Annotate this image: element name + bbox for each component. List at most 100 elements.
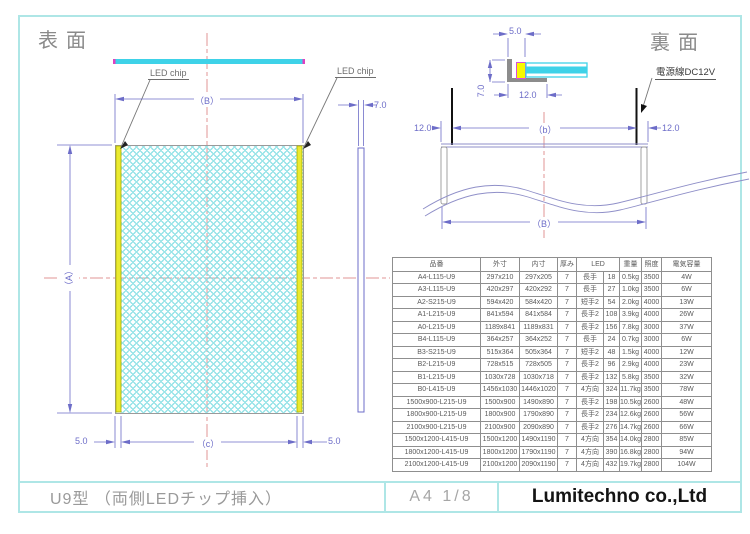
power-cable-right (635, 88, 638, 145)
spec-cell: 3000 (641, 333, 663, 347)
led-chip-label-right: LED chip (335, 66, 376, 78)
spec-cell: 364x252 (519, 333, 558, 347)
spec-cell: 短手2 (576, 295, 604, 309)
dim-label-5-right: 5.0 (328, 436, 341, 446)
spec-cell: 7 (557, 295, 577, 309)
dim-label-c-bottom: （c） (195, 437, 221, 450)
spec-cell: 56W (661, 408, 713, 422)
spec-cell: 7 (557, 420, 577, 434)
spec-col-header: LED (576, 257, 620, 272)
spec-cell: 0.7kg (618, 333, 643, 347)
panel-top-edge (441, 143, 648, 148)
dim-label-section-7-text: 7.0 (476, 84, 486, 98)
led-chip-label-left: LED chip (148, 68, 189, 80)
spec-cell: 1800x900-L215-U9 (392, 408, 481, 422)
led-strip-left (115, 145, 122, 413)
spec-cell: 14.7kg (618, 420, 643, 434)
spec-cell: 3.9kg (618, 308, 643, 322)
spec-cell: 14.0kg (618, 433, 643, 447)
spec-cell: 長手2 (576, 370, 604, 384)
dim-label-section-5: 5.0 (509, 26, 522, 36)
spec-cell: 2090x890 (519, 420, 558, 434)
spec-cell: 1500x900-L215-U9 (392, 395, 481, 409)
spec-cell: 198 (603, 395, 620, 409)
spec-cell: 短手2 (576, 345, 604, 359)
spec-cell: 0.5kg (618, 270, 643, 284)
spec-cell: 420x297 (480, 283, 520, 297)
spec-cell: 24 (603, 333, 620, 347)
spec-cell: 11.7kg (618, 383, 643, 397)
spec-cell: 26W (661, 308, 713, 322)
spec-cell: 364x257 (480, 333, 520, 347)
mounting-bracket-horizontal (507, 78, 547, 82)
spec-cell: 841x584 (519, 308, 558, 322)
spec-cell: 2800 (641, 433, 663, 447)
dim-back-width (441, 207, 647, 229)
spec-cell: 3500 (641, 383, 663, 397)
spec-cell: 2800 (641, 445, 663, 459)
dim-thickness (338, 100, 377, 146)
spec-cell: 長手2 (576, 395, 604, 409)
spec-cell: 3500 (641, 270, 663, 284)
spec-cell: 1800x1200-L415-U9 (392, 445, 481, 459)
spec-cell: 78W (661, 383, 713, 397)
power-cable-left (451, 88, 453, 145)
spec-cell: 12W (661, 345, 713, 359)
dim-label-12-right: 12.0 (662, 123, 680, 133)
spec-cell: 3500 (641, 370, 663, 384)
panel-face (115, 145, 304, 414)
leader-arrow-left (120, 141, 128, 149)
leader-power-line (641, 77, 653, 111)
mounting-bracket-vertical (507, 59, 512, 82)
dim-height-left (57, 144, 112, 414)
spec-cell: 132 (603, 370, 620, 384)
spec-cell: 4W (661, 270, 713, 284)
spec-cell: 297x210 (480, 270, 520, 284)
spec-cell: 長手2 (576, 408, 604, 422)
spec-cell: 長手2 (576, 420, 604, 434)
spec-cell: 2100x1200-L415-U9 (392, 458, 481, 472)
front-view-title: 表面 (38, 30, 94, 52)
spec-cell: 4方向 (576, 445, 604, 459)
spec-cell: B2-L215-U9 (392, 358, 481, 372)
spec-cell: 3500 (641, 283, 663, 297)
spec-cell: 2800 (641, 458, 663, 472)
leader-led-chip-right (303, 77, 338, 148)
dim-label-7-thickness: 7.0 (374, 100, 387, 110)
spec-cell: 48 (603, 345, 620, 359)
leader-arrow-right (303, 141, 311, 149)
spec-cell: 156 (603, 320, 620, 334)
spec-cell: 584x420 (519, 295, 558, 309)
spec-cell: 432 (603, 458, 620, 472)
spec-cell: 515x364 (480, 345, 520, 359)
spec-cell: 1456x1030 (480, 383, 520, 397)
spec-col-header: 電気容量 (661, 257, 713, 272)
dim-label-5-left: 5.0 (75, 436, 88, 446)
spec-cell: 1500x1200-L415-U9 (392, 433, 481, 447)
spec-cell: 7 (557, 445, 577, 459)
spec-cell: 4000 (641, 295, 663, 309)
spec-cell: 7 (557, 370, 577, 384)
spec-cell: 354 (603, 433, 620, 447)
dim-label-A-left: （A） (57, 266, 79, 290)
spec-cell: 23W (661, 358, 713, 372)
title-block-company: Lumitechno co.,Ltd (531, 486, 708, 507)
spec-col-header: 厚み (557, 257, 577, 272)
spec-cell: 2.9kg (618, 358, 643, 372)
power-line-label: 電源線DC12V (655, 64, 717, 80)
spec-col-header: 品番 (392, 257, 481, 272)
spec-cell: B4-L115-U9 (392, 333, 481, 347)
spec-cell: 16.8kg (618, 445, 643, 459)
panel-edge-view (115, 59, 303, 64)
break-line-2 (424, 178, 750, 217)
spec-cell: 7 (557, 320, 577, 334)
led-chip-mark-right (302, 59, 305, 64)
